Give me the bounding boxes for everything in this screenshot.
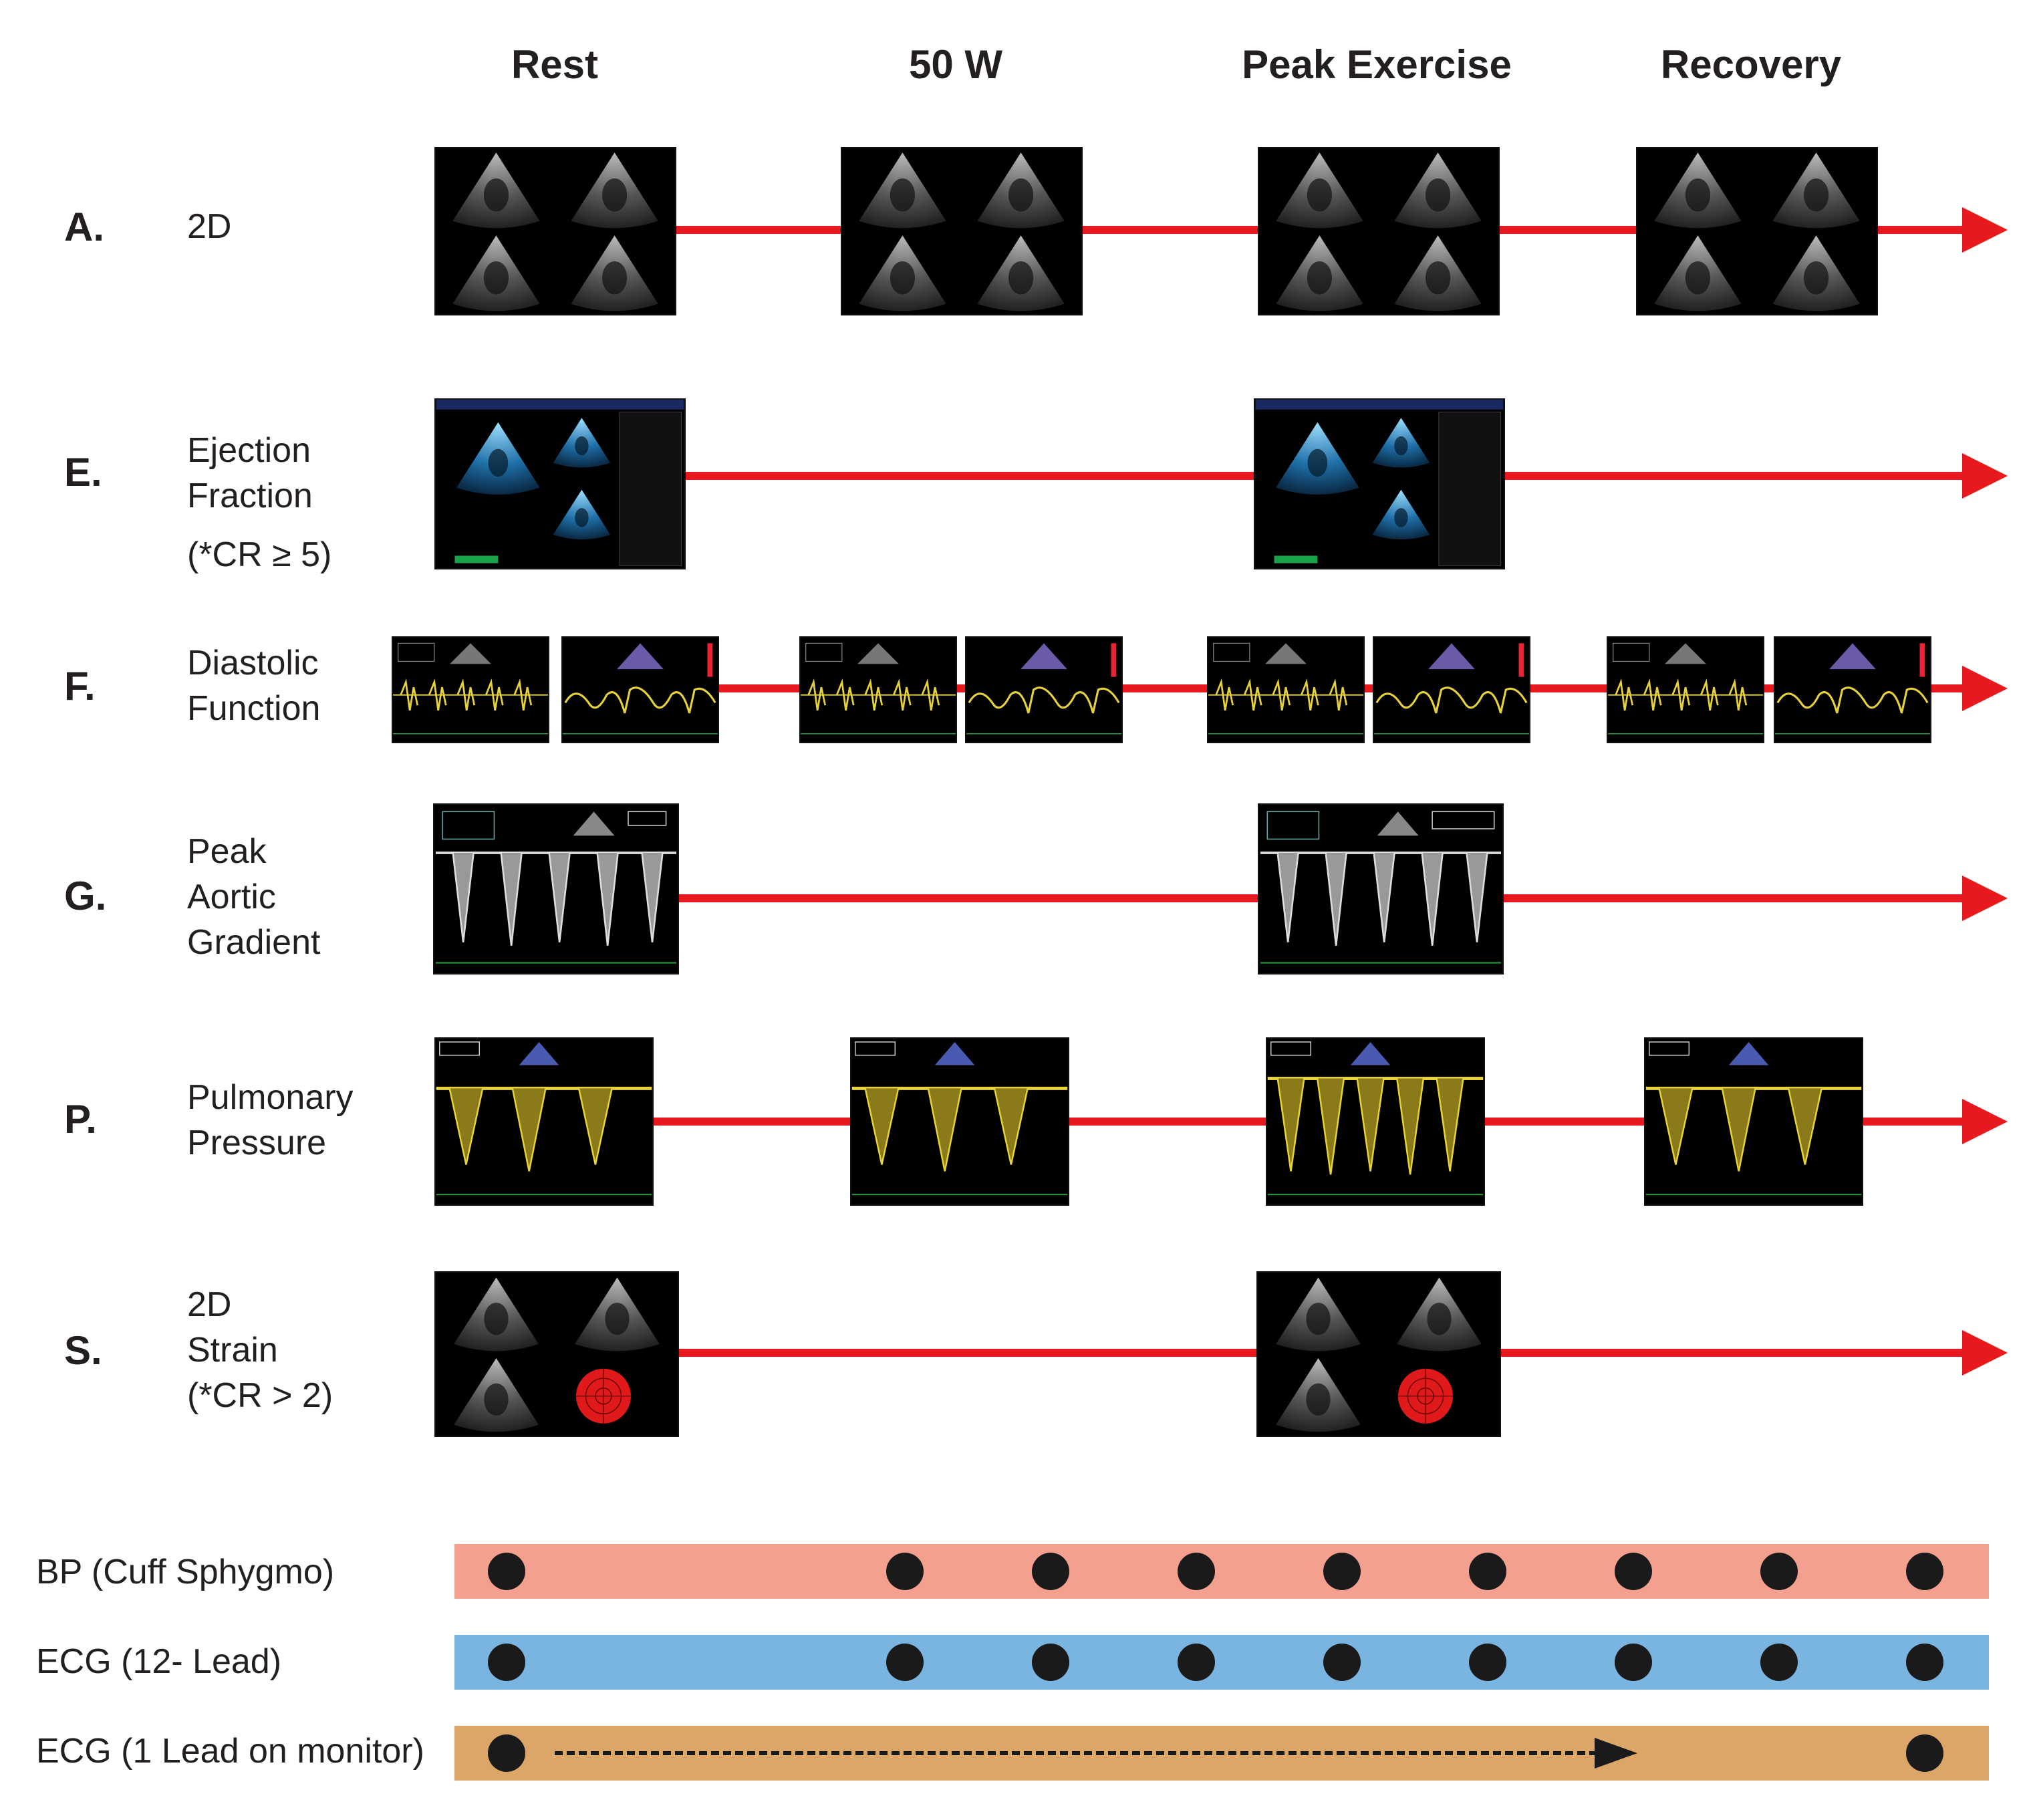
row-label-peak-aortic-gradient: Peak Aortic Gradient: [187, 829, 320, 965]
measurement-dot: [1906, 1553, 1943, 1590]
measurement-dot: [1323, 1644, 1361, 1681]
row-label-line: 2D: [187, 207, 232, 246]
row-letter-p: P.: [64, 1097, 97, 1142]
row-label-line: Pulmonary: [187, 1078, 354, 1117]
monitoring-label-bp: BP (Cuff Sphygmo): [36, 1553, 335, 1591]
measurement-dot: [1906, 1734, 1943, 1772]
continuous-monitoring-dashed-arrow: [555, 1751, 1597, 1755]
monitoring-band-ecg-1-lead: [454, 1726, 1989, 1781]
row-letter-a: A.: [64, 205, 104, 249]
stage-header-50w: 50 W: [908, 42, 1003, 87]
measurement-dot: [1178, 1644, 1215, 1681]
row-label-2d-strain: 2D Strain (*CR > 2): [187, 1282, 333, 1418]
monitoring-label-ecg-12-lead: ECG (12- Lead): [36, 1642, 282, 1681]
tissue-doppler-icon: [965, 636, 1123, 743]
stage-header-recovery: Recovery: [1660, 42, 1842, 87]
row-label-line: (*CR ≥ 5): [187, 535, 332, 574]
measurement-dot: [1760, 1553, 1798, 1590]
row-label-line: Fraction: [187, 477, 313, 515]
measurement-dot: [488, 1644, 525, 1681]
measurement-dot: [1178, 1553, 1215, 1590]
measurement-dot: [1032, 1553, 1069, 1590]
row-letter-e: E.: [64, 450, 102, 495]
tricuspid-regurgitation-doppler-icon: [850, 1037, 1069, 1206]
echo-2d-quad-icon: [841, 147, 1083, 315]
arrowhead-p: [1962, 1099, 2008, 1144]
arrowhead-s: [1962, 1330, 2008, 1376]
row-label-line: Aortic: [187, 878, 276, 916]
row-label-ejection-fraction: Ejection Fraction (*CR ≥ 5): [187, 428, 331, 577]
ejection-fraction-echo-icon: [1254, 398, 1505, 569]
tricuspid-regurgitation-doppler-icon: [1266, 1037, 1485, 1206]
arrowhead-icon: [1595, 1738, 1637, 1769]
row-label-line: Function: [187, 689, 321, 728]
row-label-line: (*CR > 2): [187, 1376, 333, 1415]
stage-header-peak-exercise: Peak Exercise: [1242, 42, 1512, 87]
arrowhead-a: [1962, 207, 2008, 253]
aortic-doppler-icon: [1258, 803, 1504, 974]
echo-2d-quad-icon: [1258, 147, 1500, 315]
mitral-inflow-doppler-icon: [1607, 636, 1764, 743]
tricuspid-regurgitation-doppler-icon: [1644, 1037, 1863, 1206]
measurement-dot: [1615, 1553, 1652, 1590]
arrowhead-g: [1962, 876, 2008, 921]
row-label-pulmonary-pressure: Pulmonary Pressure: [187, 1075, 354, 1166]
measurement-dot: [886, 1553, 924, 1590]
mitral-inflow-doppler-icon: [392, 636, 549, 743]
row-letter-s: S.: [64, 1328, 102, 1373]
tissue-doppler-icon: [561, 636, 719, 743]
row-label-line: Strain: [187, 1331, 278, 1370]
measurement-dot: [1469, 1644, 1506, 1681]
measurement-dot: [886, 1644, 924, 1681]
measurement-dot: [488, 1734, 525, 1772]
tricuspid-regurgitation-doppler-icon: [434, 1037, 654, 1206]
echo-2d-quad-icon: [434, 147, 676, 315]
measurement-dot: [488, 1553, 525, 1590]
tissue-doppler-icon: [1774, 636, 1931, 743]
tissue-doppler-icon: [1373, 636, 1530, 743]
row-label-line: Pressure: [187, 1124, 327, 1162]
arrowhead-f: [1962, 666, 2008, 711]
monitoring-band-ecg-12-lead: [454, 1635, 1989, 1690]
measurement-dot: [1906, 1644, 1943, 1681]
monitoring-label-ecg-1-lead: ECG (1 Lead on monitor): [36, 1732, 424, 1771]
mitral-inflow-doppler-icon: [1207, 636, 1365, 743]
measurement-dot: [1032, 1644, 1069, 1681]
row-letter-g: G.: [64, 874, 107, 918]
strain-bullseye-icon: [434, 1271, 679, 1437]
measurement-dot: [1760, 1644, 1798, 1681]
mitral-inflow-doppler-icon: [799, 636, 957, 743]
arrowhead-e: [1962, 453, 2008, 499]
row-label-line: Gradient: [187, 923, 321, 962]
row-label-line: 2D: [187, 1285, 232, 1324]
measurement-dot: [1469, 1553, 1506, 1590]
row-label-diastolic-function: Diastolic Function: [187, 640, 320, 731]
strain-bullseye-icon: [1256, 1271, 1501, 1437]
row-label-2d: 2D: [187, 204, 231, 249]
measurement-dot: [1323, 1553, 1361, 1590]
ejection-fraction-echo-icon: [434, 398, 686, 569]
row-letter-f: F.: [64, 664, 96, 708]
measurement-dot: [1615, 1644, 1652, 1681]
monitoring-band-bp: [454, 1544, 1989, 1599]
echo-2d-quad-icon: [1636, 147, 1878, 315]
aortic-doppler-icon: [433, 803, 679, 974]
stage-header-rest: Rest: [511, 42, 599, 87]
row-label-line: Peak: [187, 832, 267, 871]
row-label-line: Diastolic: [187, 644, 319, 682]
row-label-line: Ejection: [187, 431, 311, 470]
